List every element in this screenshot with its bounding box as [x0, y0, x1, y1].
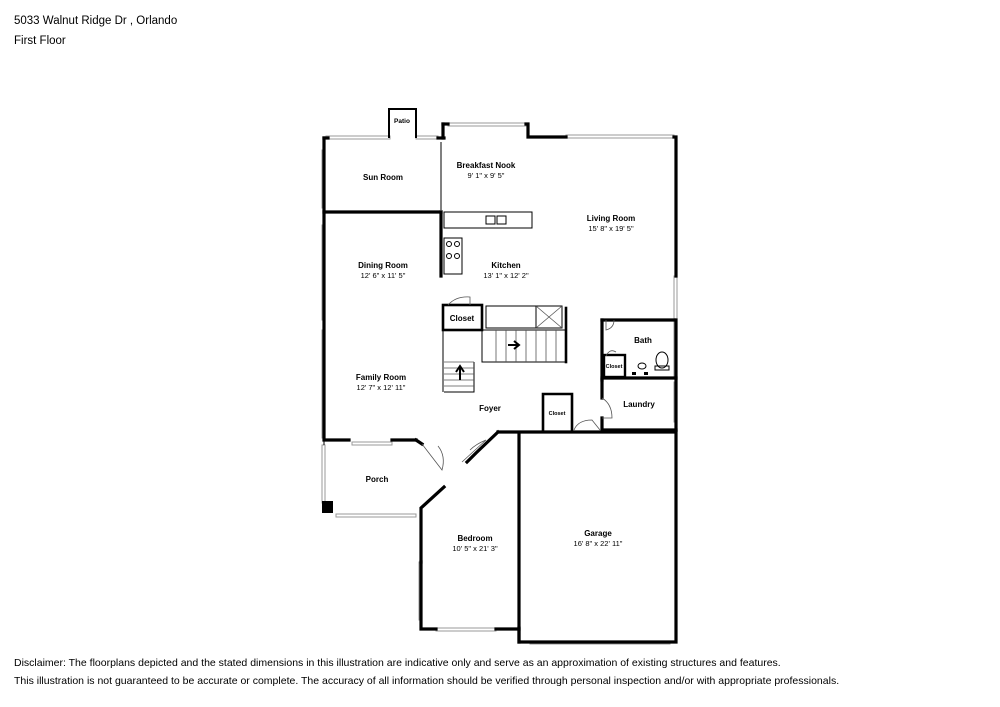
bedroom-label: Bedroom [457, 534, 492, 543]
fixtures [421, 211, 670, 471]
porch-label: Porch [366, 475, 389, 484]
stair-arrow-right-icon [508, 340, 521, 350]
dining-room-label: Dining Room [358, 261, 408, 270]
laundry-label: Laundry [623, 400, 655, 409]
breakfast-nook-label: Breakfast Nook [457, 161, 516, 170]
living-room-label: Living Room [587, 214, 635, 223]
bath-closet-label: Closet [606, 364, 623, 370]
family-room-label: Family Room [356, 373, 406, 382]
property-address: 5033 Walnut Ridge Dr , Orlando [14, 15, 178, 27]
bath-label: Bath [634, 336, 652, 345]
sun-room-label: Sun Room [363, 173, 403, 182]
kitchen-dims: 13' 1" x 12' 2" [483, 271, 529, 280]
disclaimer-line-1: Disclaimer: The floorplans depicted and … [14, 657, 781, 669]
stair-arrow-up-icon [455, 364, 465, 380]
patio-label: Patio [394, 118, 410, 125]
garage-label: Garage [584, 529, 612, 538]
breakfast-nook-dims: 9' 1" x 9' 5" [468, 171, 505, 180]
kitchen-label: Kitchen [491, 261, 520, 270]
disclaimer-line-2: This illustration is not guaranteed to b… [14, 675, 840, 687]
walls [322, 108, 678, 644]
stair-closet-label: Closet [450, 314, 475, 323]
floor-label: First Floor [14, 35, 66, 47]
living-room-dims: 15' 8" x 19' 5" [588, 224, 634, 233]
foyer-closet-label: Closet [549, 411, 566, 417]
bedroom-dims: 10' 5" x 21' 3" [452, 544, 498, 553]
dining-room-dims: 12' 6" x 11' 5" [361, 271, 406, 280]
family-room-dims: 12' 7" x 12' 11" [357, 383, 406, 392]
room-labels: Patio Sun Room Breakfast Nook 9' 1" x 9'… [356, 118, 655, 553]
foyer-label: Foyer [479, 404, 501, 413]
garage-dims: 16' 8" x 22' 11" [574, 539, 623, 548]
